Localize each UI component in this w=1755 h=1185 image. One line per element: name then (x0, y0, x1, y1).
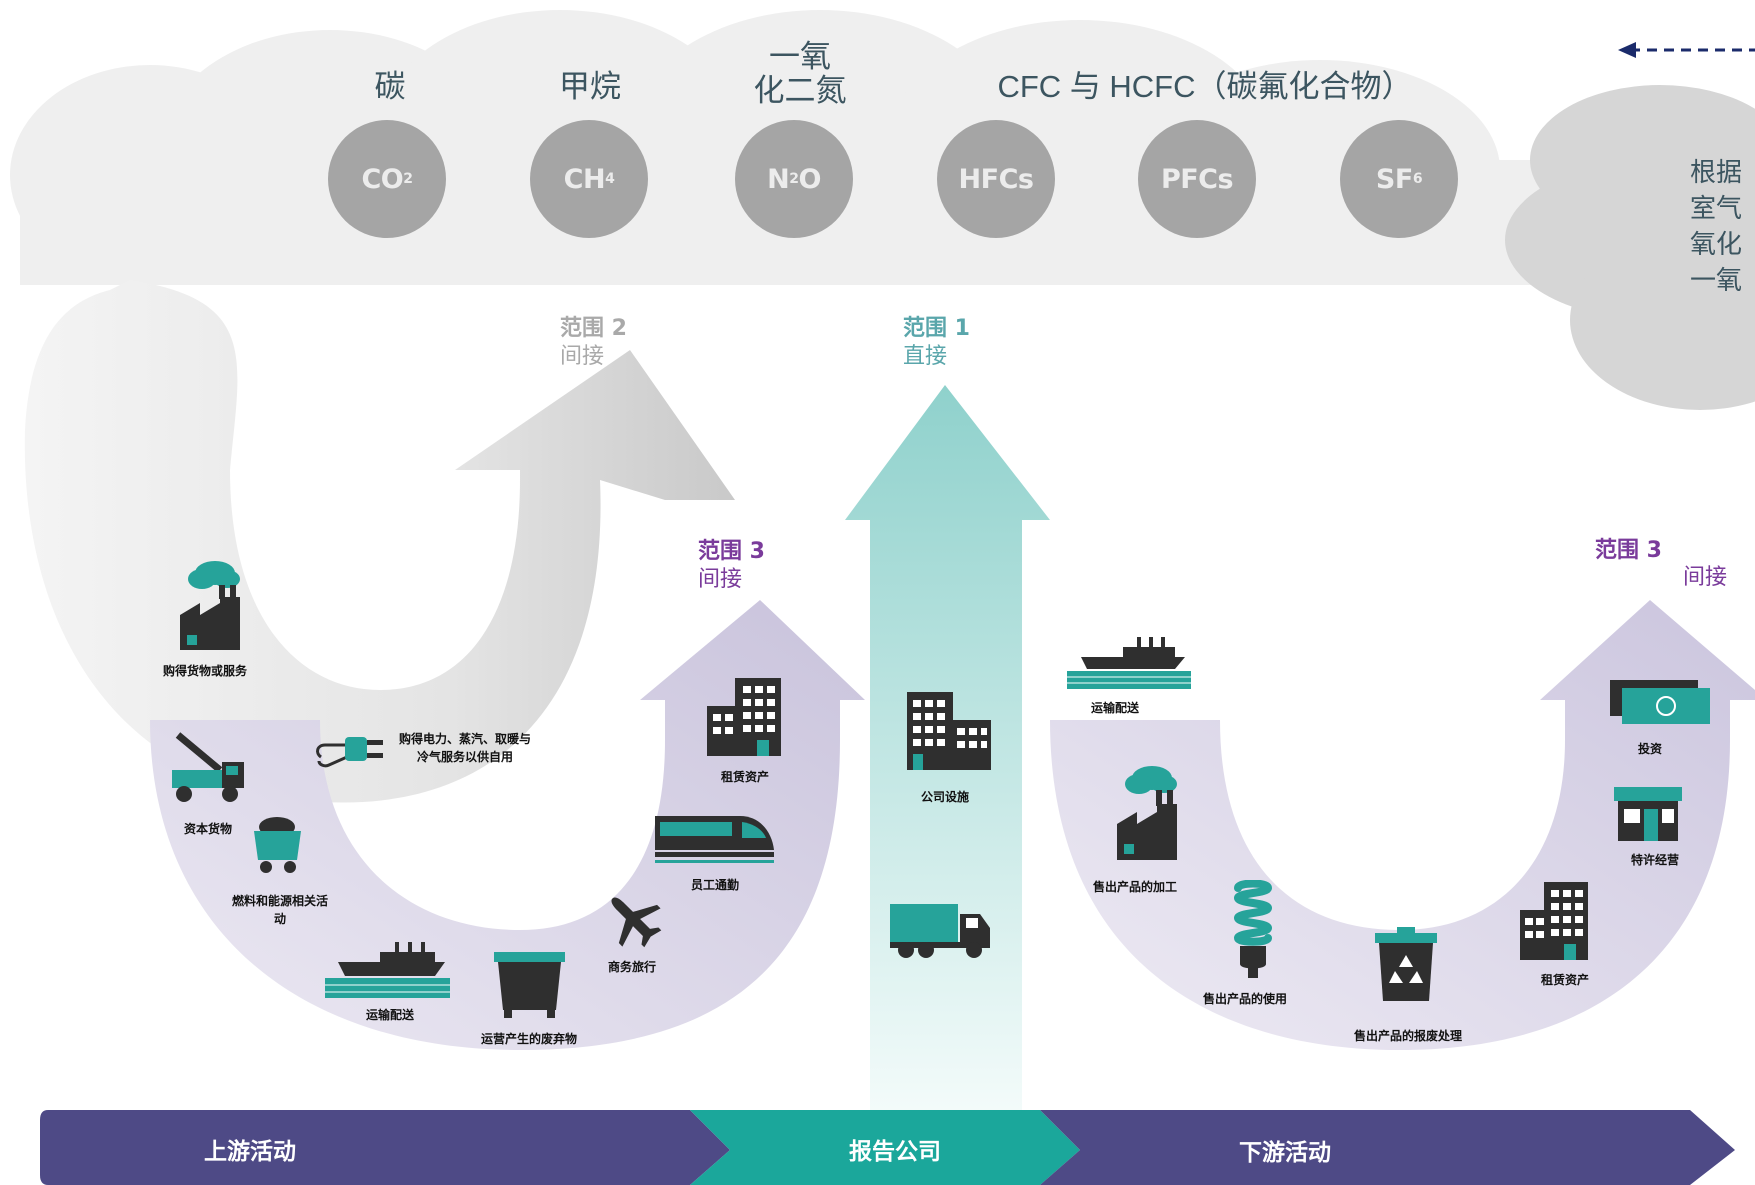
label-investments: 投资 (1637, 742, 1662, 756)
dashed-arrow (1618, 42, 1755, 58)
label-company-facilities: 公司设施 (920, 790, 969, 804)
side-note-line-1: 根据 (1690, 158, 1743, 188)
scope3-upstream-subtitle: 间接 (698, 567, 743, 592)
side-note-line-3: 氧化 (1690, 230, 1743, 260)
gas-label-methane: 甲烷 (559, 69, 621, 105)
dumpster-icon (494, 952, 565, 1018)
label-waste: 运营产生的废弃物 (480, 1032, 577, 1046)
side-note-line-4: 一氧 (1690, 266, 1743, 296)
band-label-reporting-company: 报告公司 (849, 1139, 941, 1165)
airplane-icon (611, 897, 662, 948)
label-end-of-life: 售出产品的报废处理 (1353, 1029, 1462, 1043)
building-icon (907, 692, 991, 770)
store-icon (1614, 787, 1682, 841)
money-icon (1610, 680, 1710, 724)
ship-icon (325, 942, 450, 998)
gas-label-nitrous-oxide: 一氧 化二氮 (753, 39, 847, 109)
label-franchises: 特许经营 (1630, 853, 1679, 867)
lightbulb-icon (1233, 880, 1273, 978)
label-upstream-leased-assets: 租赁资产 (720, 770, 769, 784)
coal-cart-icon (254, 817, 301, 873)
side-note-text: 根据 室气 氧化 一氧 (1690, 155, 1742, 299)
label-downstream-transport: 运输配送 (1090, 701, 1139, 715)
label-capital-goods: 资本货物 (183, 822, 232, 836)
label-fuel-energy: 燃料和能源相关活动 (231, 894, 328, 926)
plug-icon (316, 737, 383, 768)
gas-label-carbon: 碳 (374, 69, 406, 105)
label-use-of-sold-products: 售出产品的使用 (1202, 992, 1287, 1006)
label-purchased-electricity: 购得电力、蒸汽、取暖与冷气服务以供自用 (398, 732, 531, 764)
gas-label-fluorocarbons: CFC 与 HCFC（碳氟化合物） (997, 69, 1413, 104)
factory-cloud-icon (1117, 766, 1177, 860)
label-processing-sold-products: 售出产品的加工 (1092, 880, 1177, 894)
train-icon (655, 816, 774, 863)
scope2-subtitle: 间接 (560, 344, 605, 369)
label-business-travel: 商务旅行 (607, 960, 656, 974)
gas-bubble-hfcs: HFCs (937, 120, 1055, 238)
scope1-subtitle: 直接 (903, 344, 948, 369)
ship-icon (1067, 637, 1191, 689)
label-downstream-leased-assets: 租赁资产 (1540, 973, 1589, 987)
building-icon (707, 678, 781, 756)
band-label-downstream: 下游活动 (1239, 1140, 1331, 1166)
label-purchased-goods: 购得货物或服务 (162, 664, 247, 678)
label-commuting: 员工通勤 (690, 878, 739, 892)
activity-band (40, 1110, 1735, 1185)
scope3-downstream-title: 范围 3 (1595, 538, 1662, 563)
scope3-upstream-arrow (150, 600, 865, 1050)
recycle-bin-icon (1375, 927, 1437, 1001)
scope3-upstream-title: 范围 3 (698, 539, 765, 564)
factory-cloud-icon (180, 561, 240, 650)
building-icon (1520, 882, 1588, 960)
crane-truck-icon (172, 732, 244, 802)
scope2-title: 范围 2 (560, 316, 627, 341)
scope2-arrow (24, 280, 735, 803)
band-label-upstream: 上游活动 (204, 1139, 296, 1165)
delivery-truck-icon (890, 904, 990, 958)
side-note-cloud (1505, 85, 1755, 410)
scope1-title: 范围 1 (903, 316, 970, 341)
label-upstream-transport: 运输配送 (365, 1008, 414, 1022)
scope3-downstream-subtitle: 间接 (1683, 565, 1728, 590)
gas-bubble-pfcs: PFCs (1138, 120, 1256, 238)
side-note-line-2: 室气 (1690, 194, 1743, 224)
